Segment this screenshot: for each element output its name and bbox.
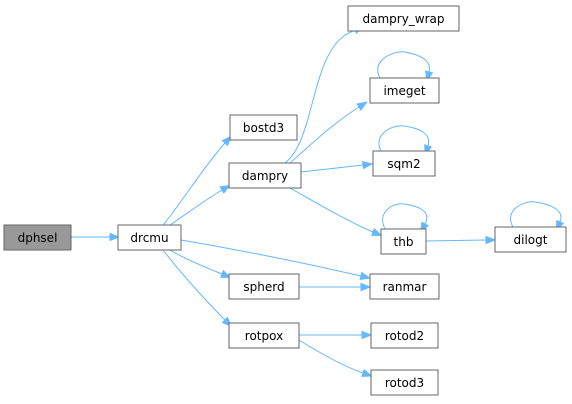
edge-drcmu-ranmar bbox=[180, 239, 372, 281]
edge-dampry-dampry_wrap bbox=[284, 25, 365, 164]
edge-imeget-imeget bbox=[377, 51, 434, 83]
edge-line bbox=[289, 187, 374, 233]
node-dphsel[interactable]: dphsel bbox=[3, 224, 72, 251]
node-label: rotpox bbox=[245, 329, 283, 343]
node-rotpox[interactable]: rotpox bbox=[228, 322, 300, 349]
edge-drcmu-rotpox bbox=[162, 249, 233, 328]
node-rotod3[interactable]: rotod3 bbox=[370, 369, 439, 396]
edge-line bbox=[298, 339, 364, 374]
edge-line bbox=[382, 203, 428, 230]
node-label: spherd bbox=[243, 280, 284, 294]
edge-line bbox=[378, 125, 430, 152]
edge-spherd-ranmar bbox=[299, 282, 372, 292]
node-label: ranmar bbox=[383, 280, 427, 294]
node-label: imeget bbox=[383, 84, 425, 98]
node-rotod2[interactable]: rotod2 bbox=[370, 322, 439, 349]
node-box[interactable] bbox=[3, 224, 72, 251]
arrow-head bbox=[356, 101, 368, 111]
edge-dilogt-dilogt bbox=[510, 201, 565, 232]
node-label: drcmu bbox=[130, 231, 168, 245]
arrow-head bbox=[109, 232, 121, 242]
edge-line bbox=[180, 239, 362, 277]
arrow-head bbox=[362, 160, 374, 170]
node-label: thb bbox=[394, 235, 414, 249]
node-box[interactable] bbox=[369, 273, 440, 300]
edge-rotpox-rotod2 bbox=[299, 330, 373, 340]
node-label: rotod2 bbox=[385, 329, 424, 343]
node-layer: dphsel drcmu bostd3 dampry spherd rotpox dampr… bbox=[3, 5, 567, 396]
node-box[interactable] bbox=[380, 228, 427, 255]
node-box[interactable] bbox=[228, 273, 300, 300]
arrow-head bbox=[361, 330, 373, 340]
node-box[interactable] bbox=[117, 224, 182, 251]
node-label: dphsel bbox=[18, 231, 58, 245]
edge-drcmu-bostd3 bbox=[162, 135, 232, 226]
node-box[interactable] bbox=[369, 77, 440, 104]
node-dampry[interactable]: dampry bbox=[228, 162, 302, 189]
edge-line bbox=[377, 51, 430, 79]
edge-line bbox=[510, 201, 562, 228]
node-box[interactable] bbox=[370, 322, 439, 349]
edge-line bbox=[169, 249, 223, 275]
arrow-head bbox=[485, 235, 497, 245]
node-label: dampry bbox=[242, 169, 288, 183]
edge-line bbox=[284, 29, 356, 164]
edge-dampry-imeget bbox=[289, 101, 368, 164]
node-label: dampry_wrap bbox=[362, 12, 444, 26]
edge-line bbox=[162, 249, 226, 321]
node-label: sqm2 bbox=[387, 157, 420, 171]
node-drcmu[interactable]: drcmu bbox=[117, 224, 182, 251]
node-ranmar[interactable]: ranmar bbox=[369, 273, 440, 300]
edge-dampry-sqm2 bbox=[300, 160, 374, 173]
node-box[interactable] bbox=[370, 369, 439, 396]
node-box[interactable] bbox=[347, 5, 460, 32]
edge-line bbox=[289, 106, 360, 164]
node-box[interactable] bbox=[228, 322, 300, 349]
arrow-head bbox=[370, 227, 383, 237]
edge-line bbox=[425, 239, 487, 242]
node-label: dilogt bbox=[514, 233, 548, 247]
node-box[interactable] bbox=[494, 226, 567, 253]
edge-rotpox-rotod3 bbox=[298, 339, 373, 377]
node-thb[interactable]: thb bbox=[380, 228, 427, 255]
edge-dampry-thb bbox=[289, 187, 383, 237]
edge-layer bbox=[71, 25, 565, 377]
node-box[interactable] bbox=[372, 150, 436, 177]
arrow-head bbox=[219, 269, 232, 278]
node-dampry_wrap[interactable]: dampry_wrap bbox=[347, 5, 460, 32]
edge-dphsel-drcmu bbox=[71, 232, 121, 242]
arrow-head bbox=[359, 271, 372, 281]
arrow-head bbox=[360, 282, 372, 292]
node-label: rotod3 bbox=[385, 376, 424, 390]
arrow-head bbox=[219, 184, 231, 194]
edge-sqm2-sqm2 bbox=[378, 125, 433, 156]
edge-drcmu-dampry bbox=[169, 184, 231, 226]
edge-line bbox=[162, 142, 226, 226]
node-box[interactable] bbox=[229, 114, 298, 141]
node-imeget[interactable]: imeget bbox=[369, 77, 440, 104]
edge-thb-thb bbox=[382, 203, 429, 234]
node-box[interactable] bbox=[228, 162, 302, 189]
arrow-head bbox=[221, 135, 232, 147]
arrow-head bbox=[361, 368, 373, 377]
node-dilogt[interactable]: dilogt bbox=[494, 226, 567, 253]
edge-line bbox=[169, 189, 223, 226]
node-spherd[interactable]: spherd bbox=[228, 273, 300, 300]
node-sqm2[interactable]: sqm2 bbox=[372, 150, 436, 177]
edge-thb-dilogt bbox=[425, 235, 497, 245]
node-bostd3[interactable]: bostd3 bbox=[229, 114, 298, 141]
node-label: bostd3 bbox=[243, 121, 284, 135]
edge-drcmu-spherd bbox=[169, 249, 232, 278]
edge-line bbox=[300, 164, 364, 173]
